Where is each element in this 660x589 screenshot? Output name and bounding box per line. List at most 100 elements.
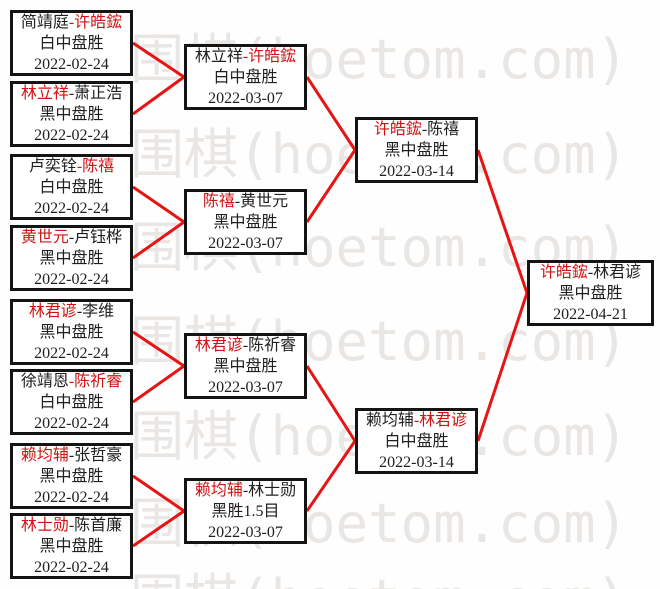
bracket-connector <box>305 149 357 223</box>
player-name: 许皓鋐 <box>539 263 588 281</box>
match-players: 林立祥-萧正浩 <box>21 83 122 104</box>
bracket-connector <box>476 292 529 442</box>
match-date: 2022-02-24 <box>34 270 109 288</box>
bracket-connector <box>476 149 529 294</box>
player-name: 陈祈睿 <box>74 372 123 390</box>
bracket-connector <box>132 41 185 79</box>
player-name: 林士勋 <box>248 481 297 499</box>
player-name: 赖均辅 <box>365 411 414 429</box>
bracket-connector <box>132 364 185 404</box>
match-players: 许皓鋐-陈禧 <box>374 119 459 140</box>
match-result: 黑中盘胜 <box>384 141 449 159</box>
match-result: 白中盘胜 <box>39 393 104 411</box>
match-players: 许皓鋐-林君谚 <box>540 262 641 283</box>
match-players: 陈禧-黄世元 <box>203 191 288 212</box>
match-result: 黑胜1.5目 <box>211 502 280 520</box>
dash: - <box>68 372 75 390</box>
player-name: 林立祥 <box>20 84 69 102</box>
match-date: 2022-04-21 <box>553 305 628 323</box>
player-name: 黄世元 <box>240 192 289 210</box>
dash: - <box>68 516 75 534</box>
match-result: 白中盘胜 <box>384 432 449 450</box>
player-name: 赖均辅 <box>194 481 243 499</box>
dash: - <box>68 84 75 102</box>
dash: - <box>587 263 594 281</box>
match-result: 白中盘胜 <box>213 68 278 86</box>
match-players: 林士勋-陈首廉 <box>21 515 122 536</box>
player-name: 陈禧 <box>427 120 460 138</box>
player-name: 萧正浩 <box>74 84 123 102</box>
match-result: 黑中盘胜 <box>39 537 104 555</box>
player-name: 林君谚 <box>593 263 642 281</box>
dash: - <box>234 192 241 210</box>
player-name: 陈祈睿 <box>248 336 297 354</box>
player-name: 陈首廉 <box>74 516 123 534</box>
match-box-s2: 赖均辅-林君谚白中盘胜 2022-03-14 <box>355 408 478 474</box>
match-players: 简靖庭-许皓鋐 <box>21 12 122 33</box>
player-name: 李维 <box>82 302 115 320</box>
dash: - <box>76 302 83 320</box>
bracket-connector <box>305 76 357 151</box>
bracket-connector <box>132 509 185 548</box>
match-players: 黄世元-卢钰桦 <box>21 227 122 248</box>
player-name: 徐靖恩 <box>20 372 69 390</box>
player-name: 黄世元 <box>20 228 69 246</box>
match-date: 2022-02-24 <box>34 199 109 217</box>
dash: - <box>68 228 75 246</box>
match-players: 林立祥-许皓鋐 <box>195 46 296 67</box>
match-result: 黑中盘胜 <box>39 105 104 123</box>
player-name: 林君谚 <box>419 411 468 429</box>
match-date: 2022-02-24 <box>34 344 109 362</box>
match-date: 2022-02-24 <box>34 488 109 506</box>
player-name: 赖均辅 <box>20 446 69 464</box>
player-name: 林士勋 <box>20 516 69 534</box>
dash: - <box>242 47 249 65</box>
match-date: 2022-03-07 <box>208 378 283 396</box>
player-name: 林立祥 <box>194 47 243 65</box>
match-date: 2022-03-14 <box>379 453 454 471</box>
bracket-connector <box>132 75 185 116</box>
player-name: 许皓鋐 <box>373 120 422 138</box>
match-result: 黑中盘胜 <box>213 213 278 231</box>
match-result: 黑中盘胜 <box>213 357 278 375</box>
match-box-r3: 林君谚-陈祈睿黑中盘胜 2022-03-07 <box>184 333 307 399</box>
player-name: 卢钰桦 <box>74 228 123 246</box>
match-date: 2022-02-24 <box>34 126 109 144</box>
match-result: 黑中盘胜 <box>558 284 623 302</box>
player-name: 许皓鋐 <box>248 47 297 65</box>
dash: - <box>242 336 249 354</box>
bracket-connector <box>305 440 357 512</box>
match-date: 2022-02-24 <box>34 414 109 432</box>
match-players: 赖均辅-张哲豪 <box>21 445 122 466</box>
match-players: 赖均辅-林士勋 <box>195 480 296 501</box>
player-name: 许皓鋐 <box>74 13 123 31</box>
match-players: 徐靖恩-陈祈睿 <box>21 371 122 392</box>
dash: - <box>413 411 420 429</box>
dash: - <box>68 13 75 31</box>
player-name: 卢奕铨 <box>28 157 77 175</box>
match-result: 白中盘胜 <box>39 34 104 52</box>
match-players: 林君谚-陈祈睿 <box>195 335 296 356</box>
bracket-connector <box>132 185 185 224</box>
dash: - <box>68 446 75 464</box>
dash: - <box>421 120 428 138</box>
dash: - <box>242 481 249 499</box>
player-name: 陈禧 <box>202 192 235 210</box>
bracket-connector <box>305 365 357 442</box>
bracket-connector <box>132 330 185 368</box>
player-name: 张哲豪 <box>74 446 123 464</box>
player-name: 陈禧 <box>82 157 115 175</box>
